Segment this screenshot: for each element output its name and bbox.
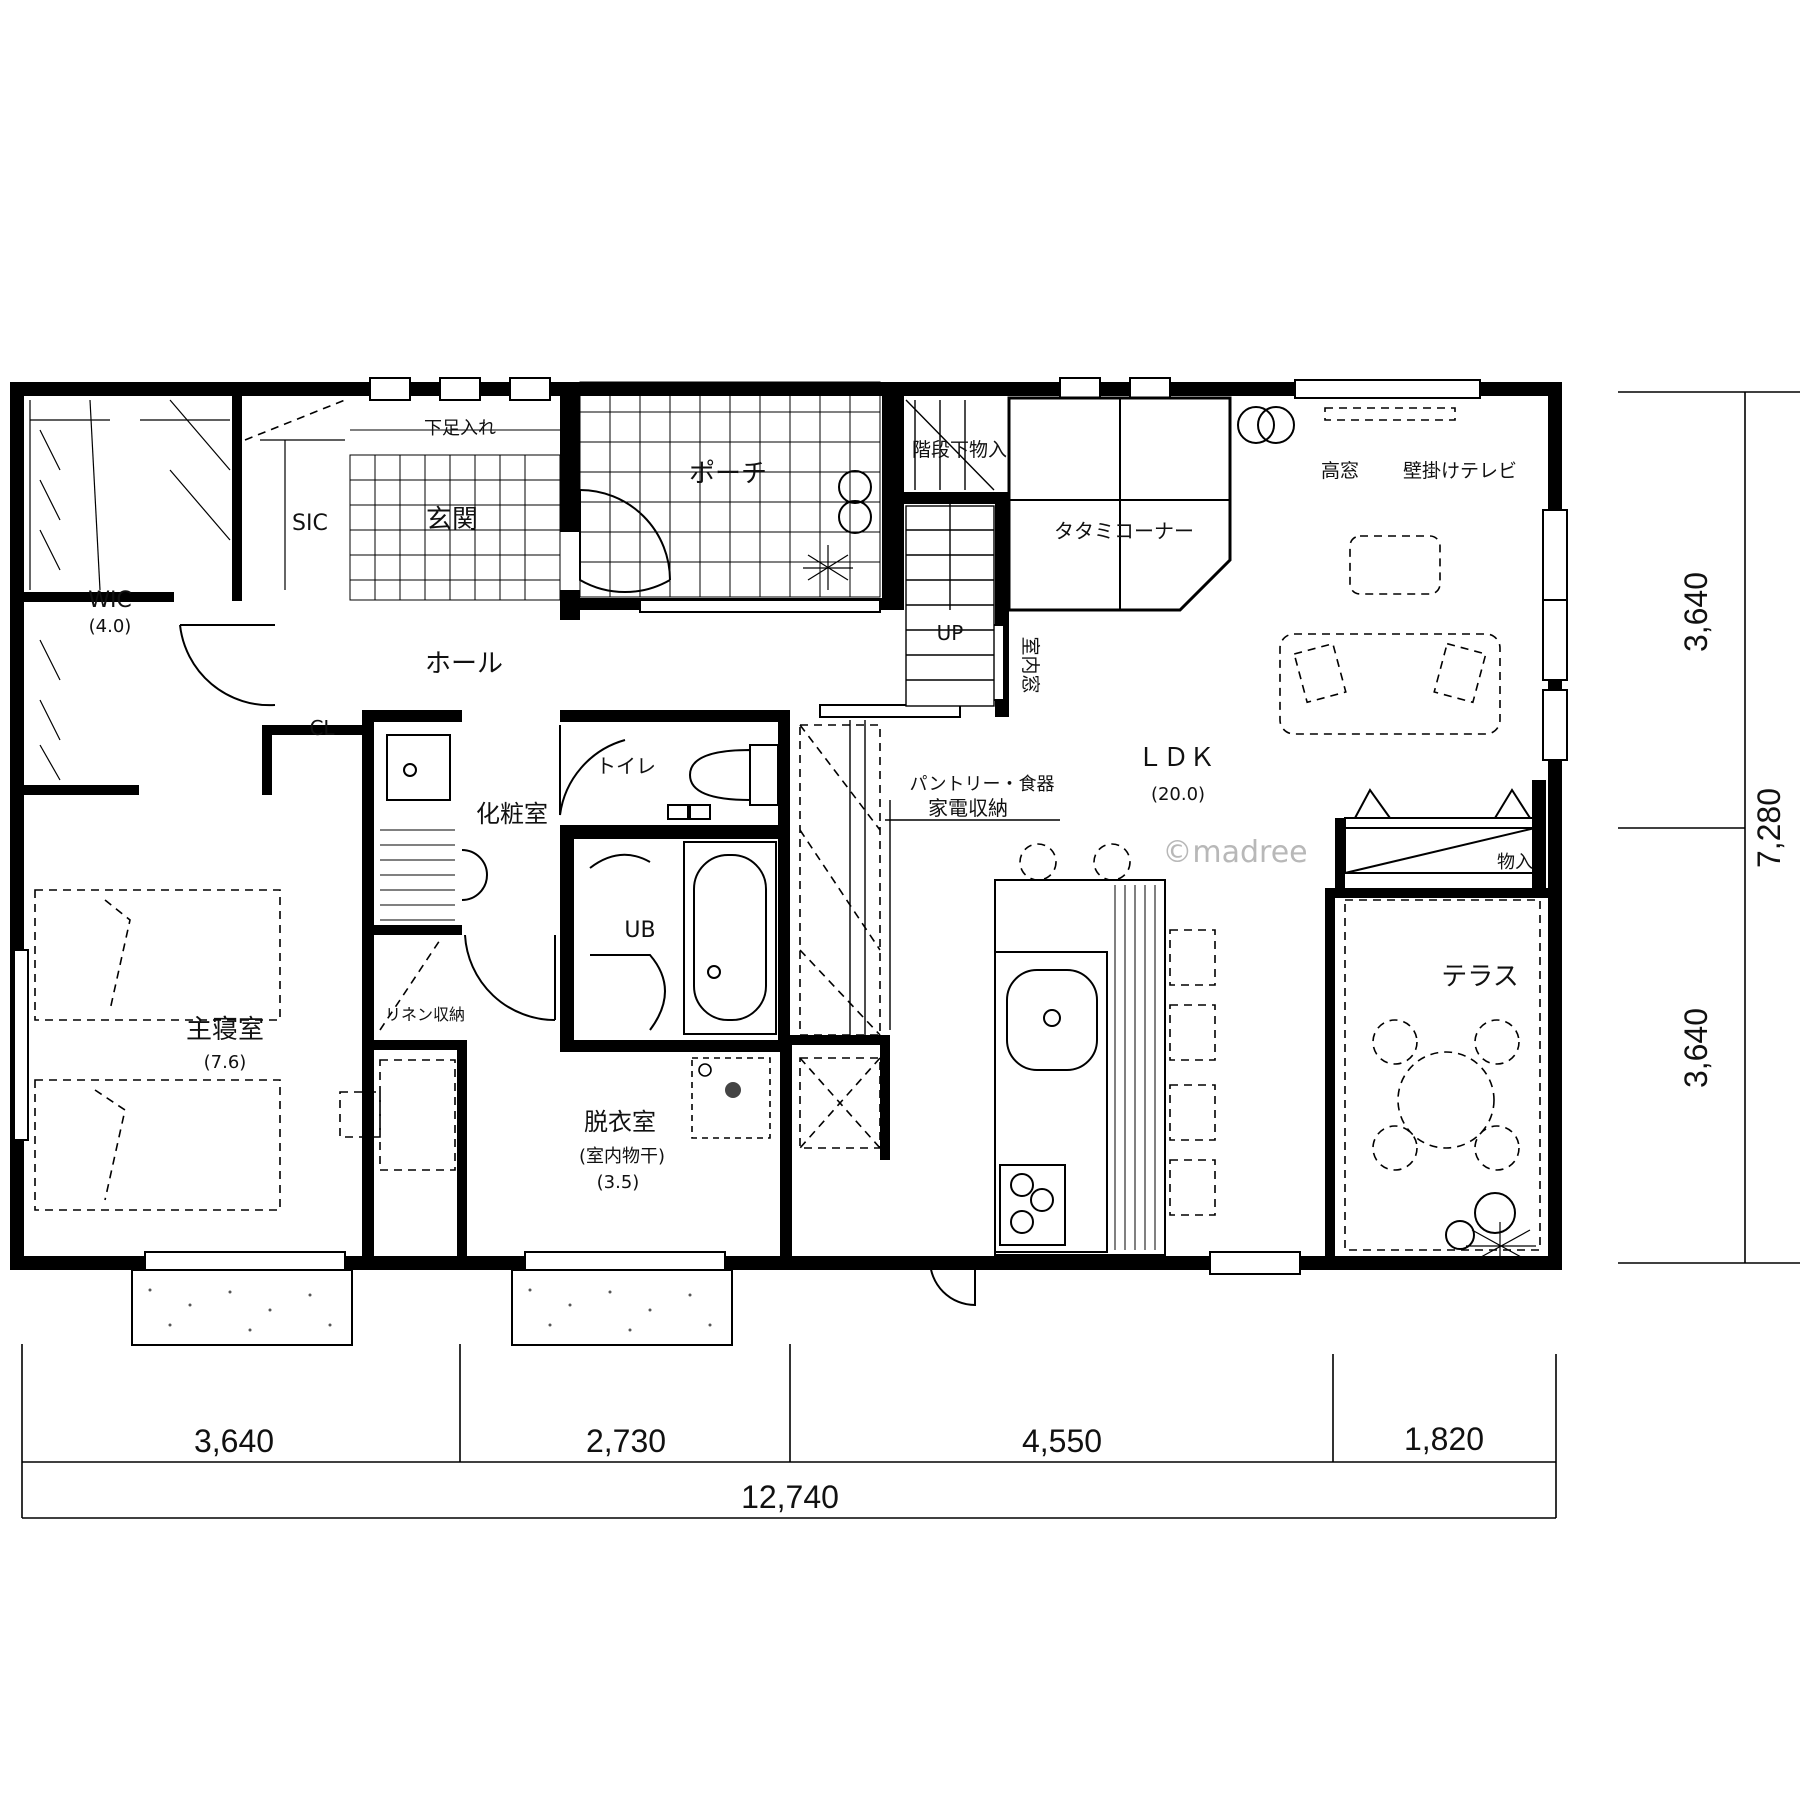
high-window-label: 高窓 [1321, 460, 1359, 482]
cabinet-icon [799, 1057, 881, 1149]
shoe-storage-label: 下足入れ [424, 418, 496, 439]
pantry-partition [849, 720, 1060, 1035]
dim-total-depth: 7,280 [1751, 788, 1787, 868]
pantry-shelves [799, 724, 881, 1036]
porch-label: ポーチ [689, 459, 767, 489]
dim-right-2: 3,640 [1678, 1008, 1714, 1088]
storage-shelf [1344, 788, 1536, 874]
entry-door[interactable] [579, 489, 671, 594]
kitchen-counter-icon [994, 879, 1166, 1256]
washer-icon [691, 1057, 771, 1139]
storage-label: 物入 [1497, 852, 1533, 873]
dressing-label: 脱衣室 [584, 1108, 656, 1136]
sic-label: SIC [292, 511, 328, 536]
watermark: ©madree [1162, 835, 1307, 870]
under-stair-label: 階段下物入 [912, 439, 1007, 461]
stair-up-label: UP [937, 621, 964, 645]
indoor-window-label: 室内窓 [1019, 636, 1041, 693]
wic-label: WIC [88, 588, 132, 613]
wic-shelves [29, 399, 231, 781]
toilet-label: トイレ [596, 754, 656, 778]
bathtub-icon [589, 841, 777, 1035]
stairs [905, 399, 995, 707]
hall-doors[interactable] [179, 624, 976, 1307]
plant-icon [838, 406, 1516, 1250]
dim-bottom-4: 1,820 [1404, 1421, 1484, 1457]
ldk-label: ＬＤＫ [1137, 743, 1215, 773]
planter-dots [148, 1288, 712, 1332]
room-labels: WIC (4.0) SIC 玄関 下足入れ ポーチ 階段下物入 タタミコーナー … [88, 418, 1533, 1193]
hall-label: ホール [425, 649, 503, 679]
pantry-label-line1: パントリー・食器 [910, 774, 1055, 795]
linen-shelf [379, 939, 441, 1031]
dressing-area: (3.5) [597, 1172, 640, 1193]
plant-bursts [803, 545, 1536, 1270]
master-area: (7.6) [204, 1052, 247, 1073]
ub-label: UB [624, 918, 655, 943]
bed-icon [34, 889, 456, 1211]
entrance-tiles [349, 429, 561, 601]
walls [10, 382, 1562, 1270]
dim-bottom-1: 3,640 [194, 1423, 274, 1459]
master-label: 主寝室 [186, 1015, 264, 1045]
entrance-label: 玄関 [426, 505, 478, 535]
bar-stools [1019, 843, 1216, 1216]
pantry-label-line2: 家電収納 [928, 796, 1008, 820]
porch-tiles [579, 381, 881, 598]
terrace-label: テラス [1441, 962, 1518, 992]
cl-label: CL [309, 716, 335, 740]
toilet-icon [667, 744, 779, 820]
dressing-sub: (室内物干) [579, 1146, 665, 1167]
dressing-door[interactable] [464, 934, 556, 1022]
dimension-labels: 3,640 2,730 4,550 1,820 12,740 3,640 3,6… [194, 572, 1787, 1515]
dim-total-width: 12,740 [741, 1479, 839, 1515]
linen-label: リネン収納 [385, 1005, 465, 1024]
sofa-icon [1279, 535, 1501, 735]
wic-area: (4.0) [89, 616, 132, 637]
vanity-sink-icon [380, 734, 455, 921]
vanity-label: 化粧室 [476, 800, 548, 828]
dim-bottom-2: 2,730 [586, 1423, 666, 1459]
wall-tv-icon [1324, 407, 1456, 421]
toilet-door[interactable] [559, 725, 626, 816]
tatami-corner [1007, 396, 1232, 612]
tatami-label: タタミコーナー [1054, 519, 1194, 543]
dining-table-icon [1344, 899, 1541, 1251]
ldk-area: (20.0) [1151, 784, 1205, 805]
dimension-lines [21, 391, 1800, 1519]
wall-tv-label: 壁掛けテレビ [1403, 460, 1517, 482]
dim-right-1: 3,640 [1678, 572, 1714, 652]
dim-bottom-3: 4,550 [1022, 1423, 1102, 1459]
sic-shelves [244, 399, 346, 590]
windows [13, 377, 1568, 1346]
